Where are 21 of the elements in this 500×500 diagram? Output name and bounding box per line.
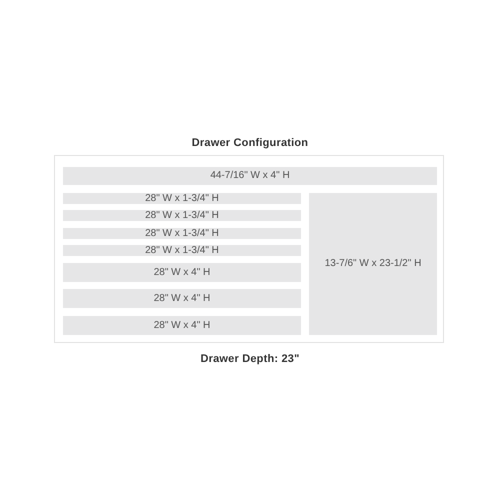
configuration-frame [54,155,444,343]
diagram-caption: Drawer Depth: 23" [199,353,301,365]
drawer-size-label: 28" W x 4" H [154,320,210,330]
drawer-size-label: 28" W x 1-3/4" H [145,228,219,238]
drawer-size-label: 28" W x 1-3/4" H [145,194,219,204]
drawer-bar [63,263,301,282]
drawer-bar [63,289,301,308]
drawer-size-label: 28" W x 1-3/4" H [145,246,219,256]
drawer-bar [309,193,437,335]
drawer-bar [63,193,301,204]
drawer-size-label: 28" W x 4" H [154,294,210,304]
diagram-title: Drawer Configuration [190,137,310,149]
drawer-bar [63,245,301,256]
drawer-bar [63,316,301,335]
drawer-bar [63,167,437,185]
drawer-size-label: 28" W x 1-3/4" H [145,210,219,220]
drawer-bar [63,228,301,239]
drawer-size-label: 44-7/16" W x 4" H [210,171,290,181]
drawer-size-label: 28" W x 4" H [154,268,210,278]
drawer-size-label: 13-7/6" W x 23-1/2" H [324,259,422,269]
drawer-bar [63,210,301,221]
